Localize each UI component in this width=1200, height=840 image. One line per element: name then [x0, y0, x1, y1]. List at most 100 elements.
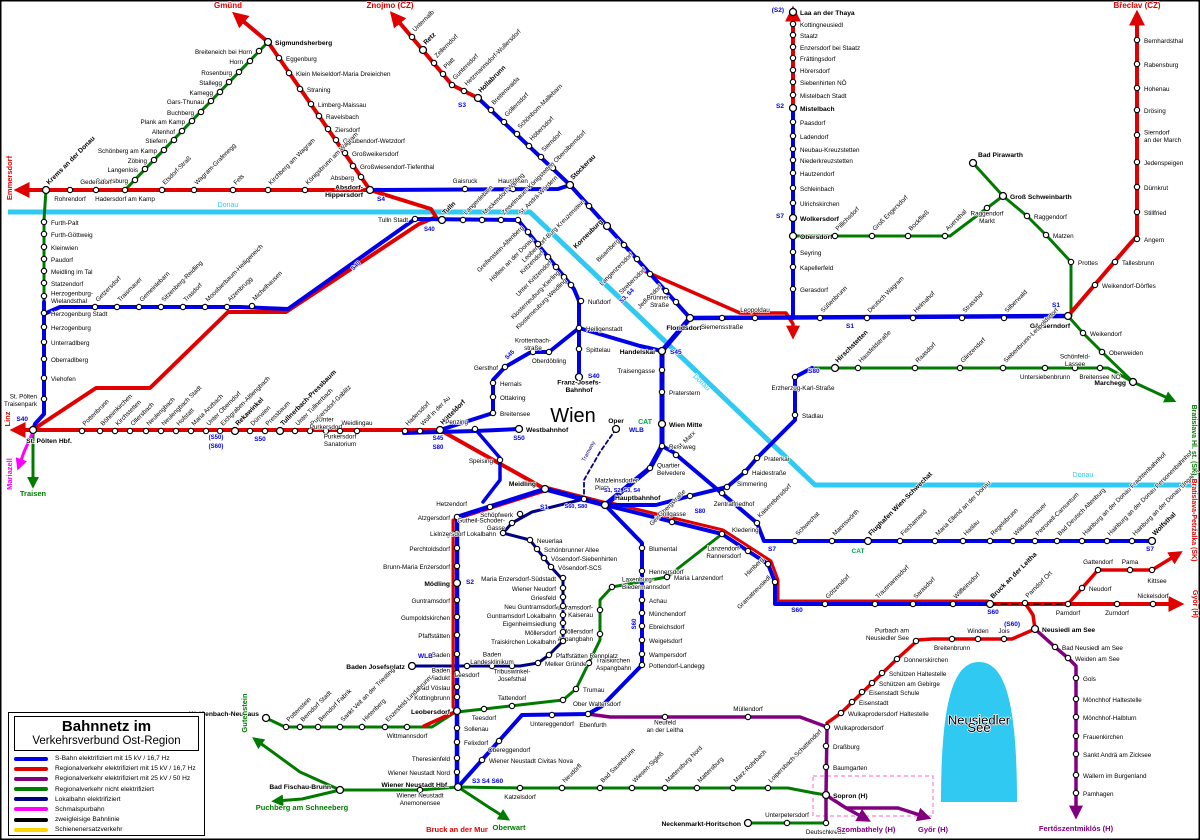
station-label: Meidling im Tal: [51, 269, 93, 276]
station-marker: [718, 314, 726, 322]
station-marker: [452, 706, 462, 716]
station-label: Obersdorf: [800, 234, 833, 241]
station-marker: [789, 132, 797, 140]
station-marker: [863, 536, 873, 546]
map-label: S40: [588, 373, 600, 380]
station-marker: [1133, 131, 1141, 139]
station-marker: [1133, 36, 1141, 44]
station-marker: [1094, 566, 1102, 574]
map-label: (S50): [209, 435, 224, 441]
station-marker: [1096, 364, 1104, 372]
map-label: S7: [776, 213, 784, 220]
station-label: Gersthof: [474, 365, 498, 372]
station-label: Pfaffstätten: [418, 633, 450, 640]
station-marker: [40, 309, 48, 317]
map-label: WLB: [629, 427, 644, 434]
station-marker: [974, 635, 982, 643]
station-marker: [771, 578, 779, 586]
station-marker: [1133, 106, 1141, 114]
station-label: Müllendorf: [733, 706, 763, 713]
station-marker: [190, 186, 198, 194]
station-label: Guntramsdorf: [412, 598, 451, 605]
map-label: Linz: [3, 411, 12, 426]
station-label: Hennersdorf: [649, 569, 684, 576]
station-label: Herzogenburg Stadt: [51, 311, 108, 318]
station-label: Drösing: [1144, 108, 1166, 115]
station-marker: [229, 186, 237, 194]
station-marker: [525, 142, 533, 150]
station-label: Baden: [432, 652, 451, 659]
station-marker: [28, 425, 38, 435]
station-label: Theresienfeld: [412, 756, 451, 763]
station-marker: [1023, 212, 1031, 220]
station-label: Traiskirchen Lokalbahn: [491, 639, 556, 646]
station-marker: [822, 763, 830, 771]
station-label: Hörersdorf: [800, 68, 830, 75]
legend-item: zweigleisige Bahnlinie: [14, 816, 199, 823]
station-label: Gars-Thunau: [167, 99, 205, 106]
station-marker: [453, 631, 461, 639]
station-label: Grillgasse: [658, 511, 686, 518]
station-label: Unterradlberg: [51, 340, 90, 347]
station-marker: [411, 215, 419, 223]
station-marker: [142, 427, 150, 435]
station-marker: [486, 503, 494, 511]
station-marker: [529, 348, 537, 356]
station-marker: [753, 454, 761, 462]
station-marker: [40, 243, 48, 251]
station-marker: [896, 537, 904, 545]
station-marker: [480, 705, 488, 713]
station-marker: [121, 186, 129, 194]
rail-line-lokal: [583, 428, 617, 497]
station-label: Untersiebenbrunn: [1020, 374, 1071, 381]
station-marker: [638, 567, 646, 575]
station-marker: [822, 742, 830, 750]
station-label: Speising: [469, 458, 494, 465]
station-marker: [1072, 750, 1080, 758]
station-label: Vösendorf-Siebenhirten: [551, 556, 618, 563]
rail-line-reg25: [846, 806, 932, 822]
station-label: Kottingneusiedl: [800, 22, 843, 29]
map-label: Győr (H): [1191, 590, 1198, 618]
station-label: Wien Mitte: [669, 422, 703, 429]
station-label: Pama: [1122, 559, 1139, 566]
station-marker: [559, 574, 567, 582]
station-marker: [1113, 600, 1121, 608]
station-marker: [301, 186, 309, 194]
station-marker: [646, 270, 654, 278]
station-label: Angern: [1144, 237, 1165, 244]
legend-item: Schienenersatzverkehr: [14, 826, 199, 833]
station-marker: [453, 768, 461, 776]
station-marker: [170, 136, 178, 144]
legend-item: Regionalverkehr elektrifiziert mit 15 kV…: [14, 765, 199, 772]
station-marker: [172, 427, 180, 435]
station-marker: [471, 425, 479, 433]
station-label: Tattendorf: [498, 695, 526, 702]
station-label: Pamhagen: [1083, 791, 1114, 798]
station-marker: [789, 78, 797, 86]
station-label: Furth-Palt: [51, 220, 79, 227]
station-marker: [534, 240, 542, 248]
station-label: Weikendorf-Dörfles: [1102, 283, 1156, 290]
station-marker: [821, 600, 829, 608]
station-marker: [1064, 600, 1072, 608]
station-marker: [1072, 771, 1080, 779]
station-label: Brunn-Maria Enzersdorf: [383, 564, 450, 571]
map-label: WLB: [418, 653, 433, 660]
station-label: Weidlingau: [341, 420, 373, 427]
station-label: Wiener Neustadt Civitas Nova: [489, 758, 573, 765]
station-label: Frauenkirchen: [1083, 734, 1124, 741]
station-label: Gobelsburg: [95, 178, 128, 185]
station-marker: [157, 427, 165, 435]
station-marker: [246, 427, 254, 435]
station-marker: [235, 68, 243, 76]
station-marker: [789, 66, 797, 74]
station-marker: [246, 57, 254, 65]
station-label: Hausleiten: [498, 178, 528, 185]
station-marker: [1030, 624, 1040, 634]
station-label: Sollenau: [464, 726, 489, 733]
